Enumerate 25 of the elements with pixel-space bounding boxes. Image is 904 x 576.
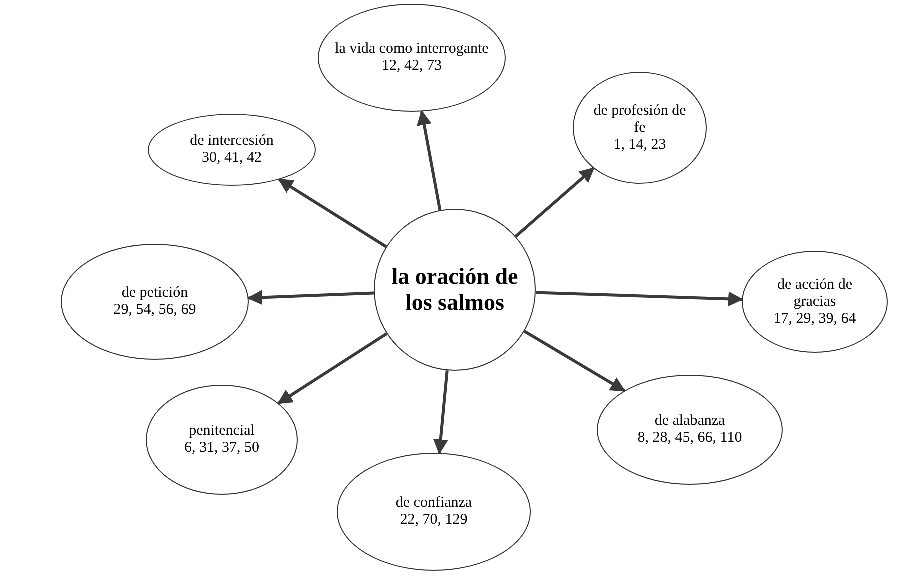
topic-label: penitencial xyxy=(188,423,256,440)
arrow xyxy=(524,330,626,392)
psalm-numbers: 17, 29, 39, 64 xyxy=(772,310,858,328)
arrow xyxy=(278,178,388,248)
arrow xyxy=(247,290,374,306)
psalm-numbers: 12, 42, 73 xyxy=(381,58,443,75)
psalm-numbers: 8, 28, 45, 66, 110 xyxy=(636,430,744,447)
topic-label: de intercesión xyxy=(189,133,275,150)
arrow xyxy=(417,110,442,211)
arrow xyxy=(278,332,388,405)
topic-label: la vida como interrogante xyxy=(334,41,490,58)
topic-label: de profesión de fe xyxy=(592,102,688,136)
psalm-numbers: 22, 70, 129 xyxy=(399,512,469,529)
topic-label: de confianza xyxy=(394,495,474,512)
psalm-numbers: 6, 31, 37, 50 xyxy=(184,440,260,457)
psalm-numbers: 1, 14, 23 xyxy=(612,136,668,154)
psalm-numbers: 30, 41, 42 xyxy=(201,150,263,167)
arrow xyxy=(514,167,595,238)
arrow xyxy=(536,291,744,307)
psalm-numbers: 29, 54, 56, 69 xyxy=(112,302,198,319)
central-title: la oración de los salmos xyxy=(390,264,520,316)
topic-label: de alabanza xyxy=(654,413,726,430)
topic-label: de acción de gracias xyxy=(776,276,854,310)
arrow xyxy=(433,370,449,455)
topic-label: de petición xyxy=(120,285,190,302)
